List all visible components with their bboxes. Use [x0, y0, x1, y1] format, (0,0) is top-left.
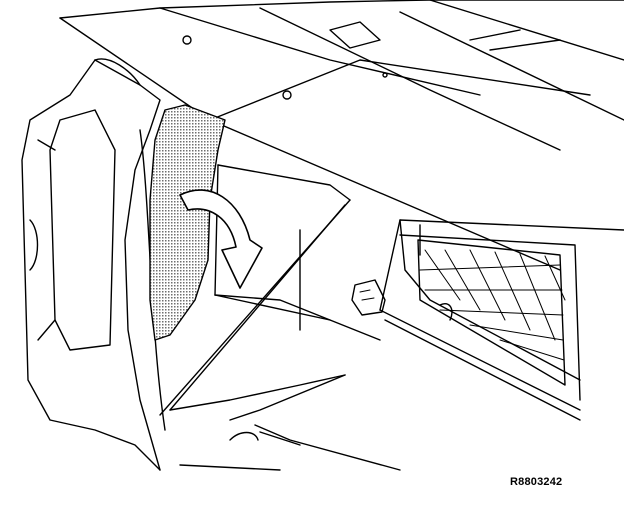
insulation-pad [149, 104, 226, 341]
figure-reference-code: R8803242 [510, 476, 563, 488]
bolt-icon [282, 90, 292, 100]
hinge-bracket [351, 279, 386, 316]
side-trim-panel [21, 58, 166, 471]
hatch-door [351, 219, 624, 421]
bolt-icon [382, 72, 388, 78]
roof-panel [59, 0, 624, 271]
bolt-icon [182, 35, 192, 45]
curved-arrow-icon [179, 189, 263, 289]
cargo-floor [159, 164, 401, 471]
